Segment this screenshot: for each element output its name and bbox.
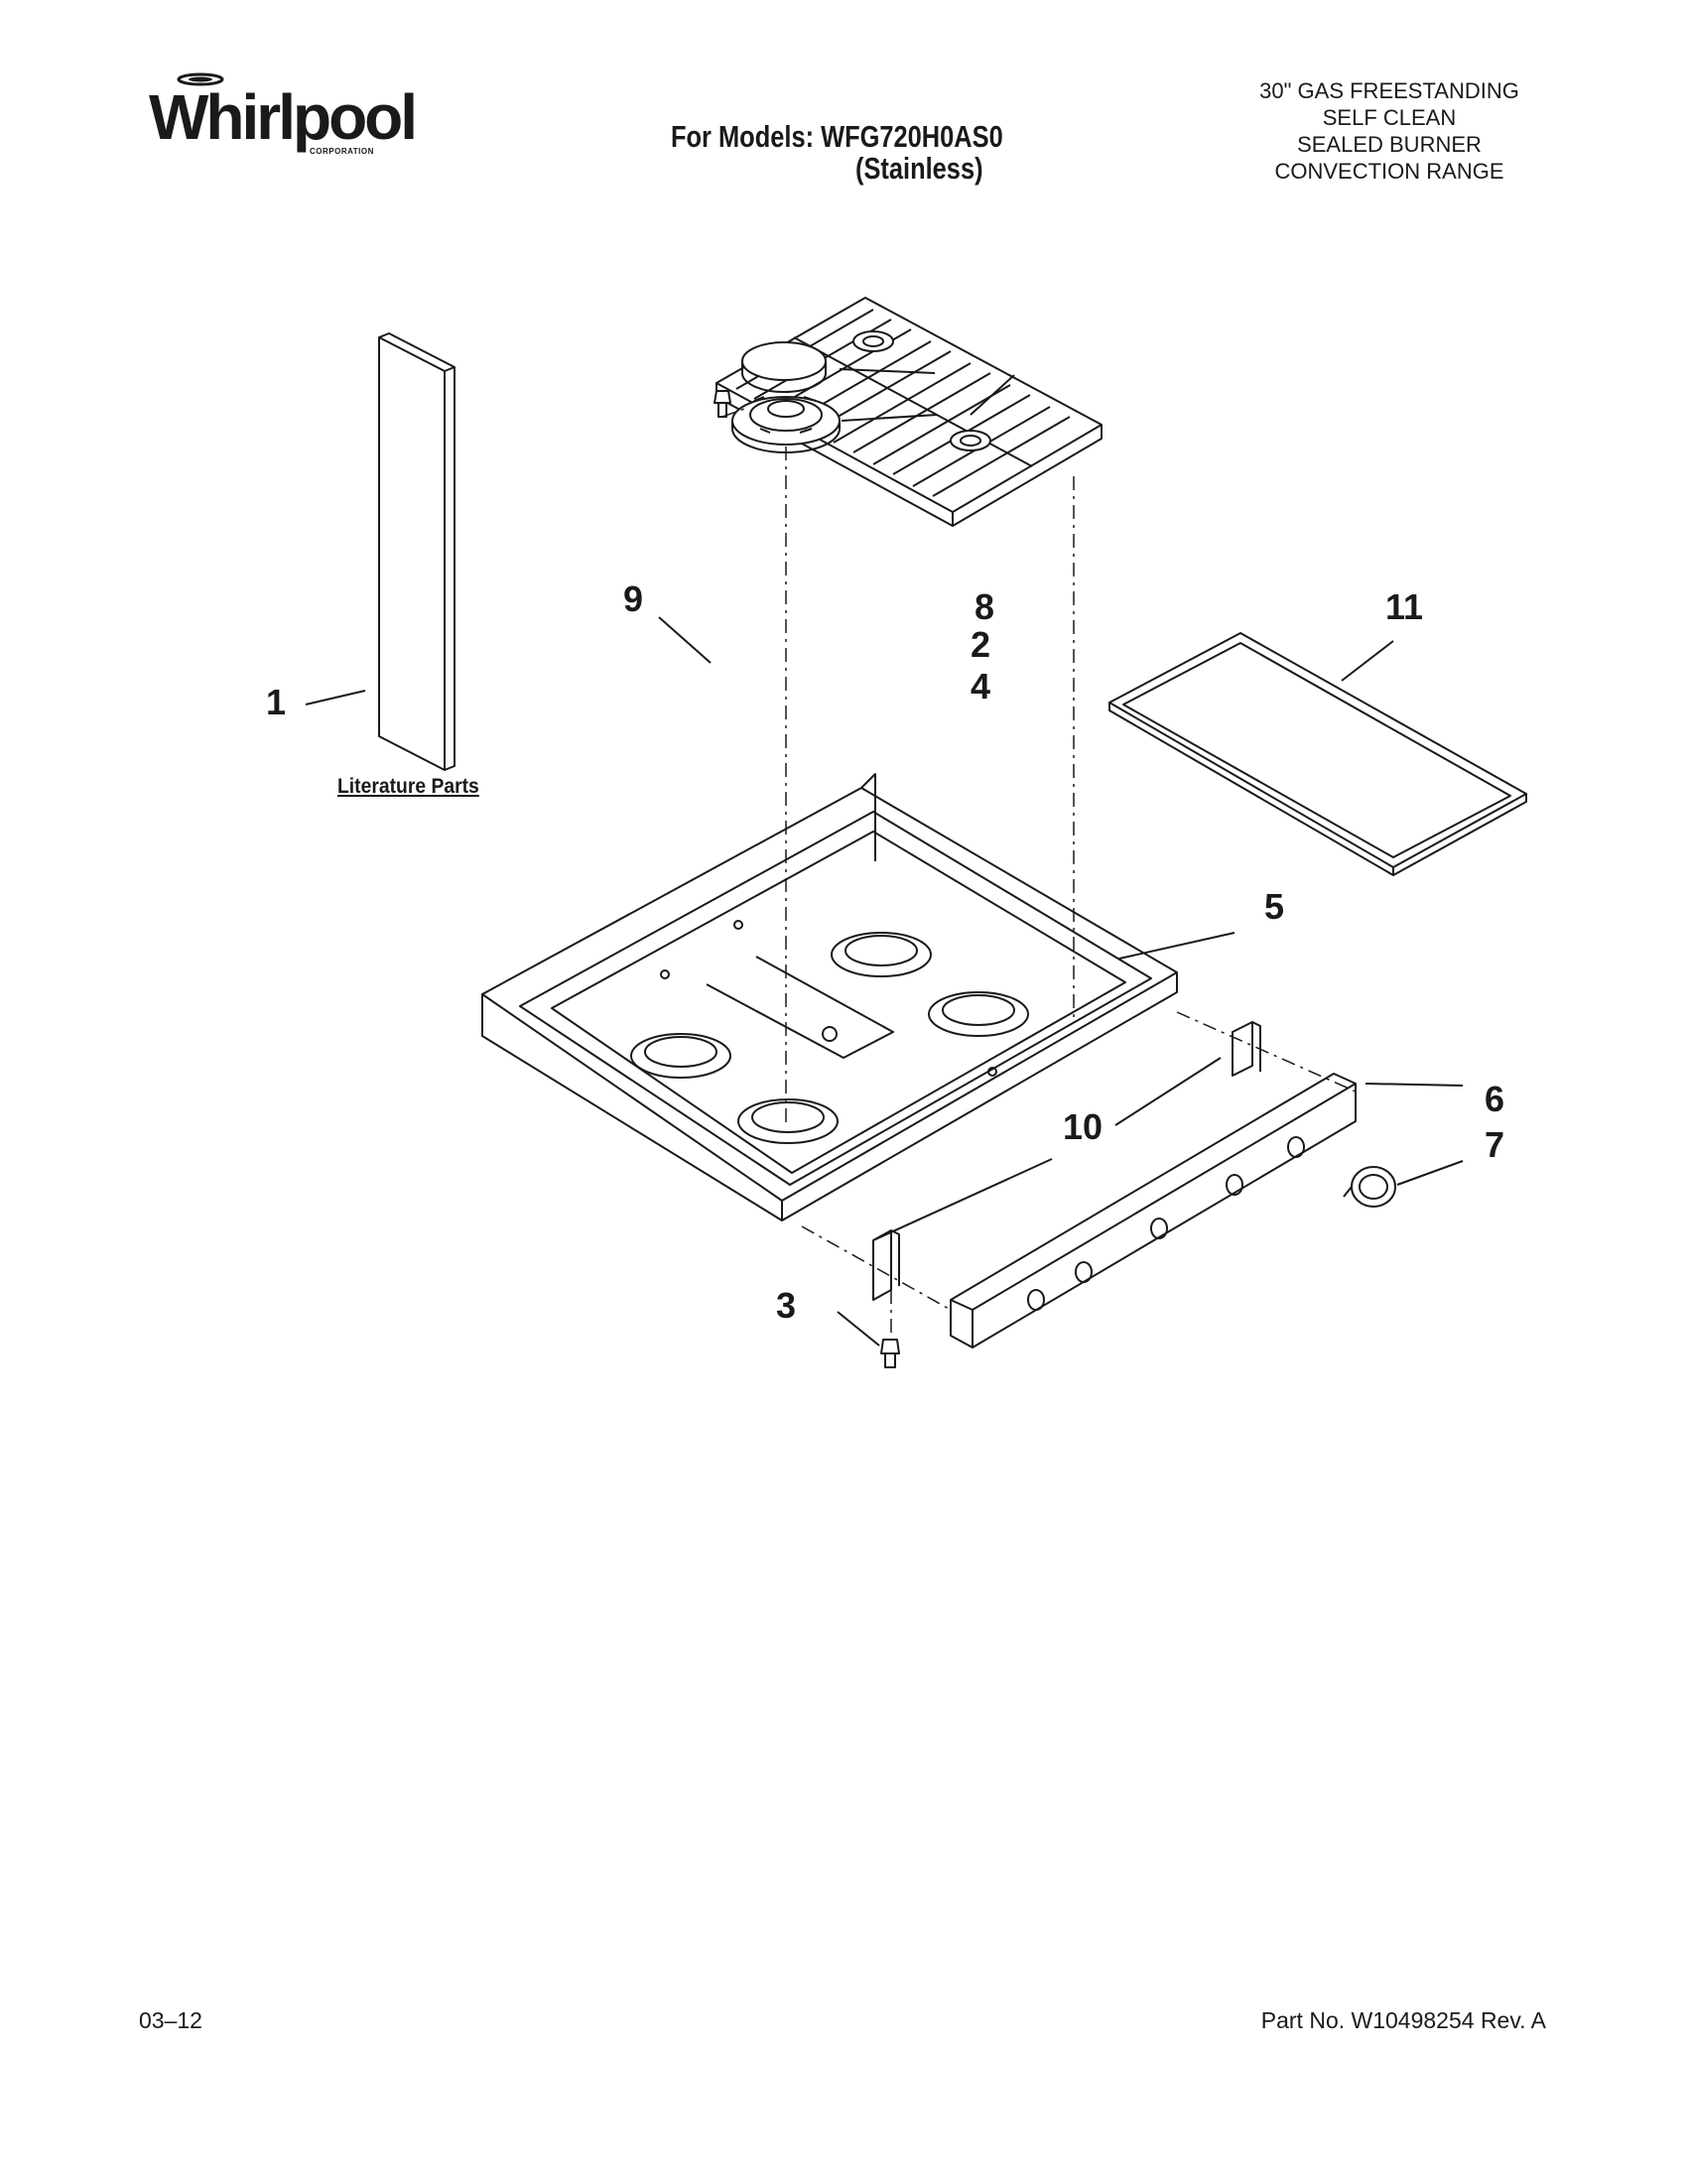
bracket-upper-part — [1232, 1021, 1261, 1077]
callout-2: 2 — [970, 624, 991, 665]
callout-1: 1 — [265, 682, 287, 722]
callout-4: 4 — [970, 666, 991, 707]
cooktop-part — [481, 773, 1178, 1221]
callout-3: 3 — [775, 1285, 797, 1326]
manifold-panel-part — [950, 1073, 1357, 1349]
footer-part-number: Part No. W10498254 Rev. A — [1260, 2007, 1546, 2033]
brand-name: Whirlpool — [149, 81, 418, 153]
brand-sub: CORPORATION — [310, 147, 374, 156]
callout-7: 7 — [1484, 1124, 1505, 1165]
literature-part — [378, 332, 455, 771]
callout-9: 9 — [622, 578, 644, 619]
bracket-lower-part — [872, 1229, 900, 1301]
range-description: 30" GAS FREESTANDING SELF CLEAN SEALED B… — [1191, 77, 1588, 185]
callout-8: 8 — [974, 586, 995, 627]
griddle-part — [1108, 632, 1527, 876]
screw-9-part — [714, 390, 731, 418]
callout-5: 5 — [1263, 886, 1285, 927]
callout-10: 10 — [1062, 1106, 1104, 1147]
desc-line: 30" GAS FREESTANDING — [1259, 78, 1519, 103]
burner-cap-part — [741, 341, 827, 393]
screw-3-part — [880, 1339, 900, 1368]
knob-part — [1343, 1166, 1396, 1208]
desc-line: SELF CLEAN — [1322, 105, 1457, 130]
desc-line: CONVECTION RANGE — [1274, 159, 1504, 184]
models-line: For Models: WFG720H0AS0 — [671, 119, 1003, 154]
burner-base-part — [731, 396, 841, 453]
whirlpool-swirl-icon — [177, 72, 224, 86]
callout-11: 11 — [1384, 586, 1424, 627]
whirlpool-logo — [149, 71, 407, 161]
finish-line: (Stainless) — [855, 151, 983, 186]
footer-date: 03–12 — [139, 2007, 202, 2033]
callout-6: 6 — [1484, 1079, 1505, 1119]
literature-parts-label: Literature Parts — [337, 775, 479, 798]
desc-line: SEALED BURNER — [1297, 132, 1482, 157]
